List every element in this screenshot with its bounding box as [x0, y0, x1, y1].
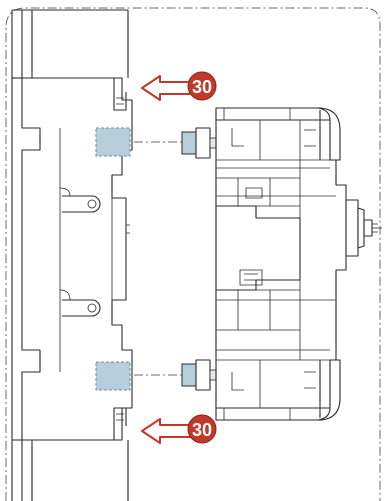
arrow-left-icon	[141, 75, 195, 101]
callout-badge	[187, 71, 217, 101]
callout-bottom: 30	[141, 414, 217, 444]
callout-top: 30	[141, 71, 217, 101]
outline-frame	[5, 7, 381, 501]
bottom-socket	[95, 361, 131, 391]
plug-in-module	[181, 107, 382, 421]
arrow-left-icon	[141, 418, 195, 444]
top-socket	[95, 127, 131, 157]
callout-badge	[187, 414, 217, 444]
base-plate	[11, 9, 133, 501]
callout-number: 30	[192, 77, 212, 97]
callout-number: 30	[192, 420, 212, 440]
